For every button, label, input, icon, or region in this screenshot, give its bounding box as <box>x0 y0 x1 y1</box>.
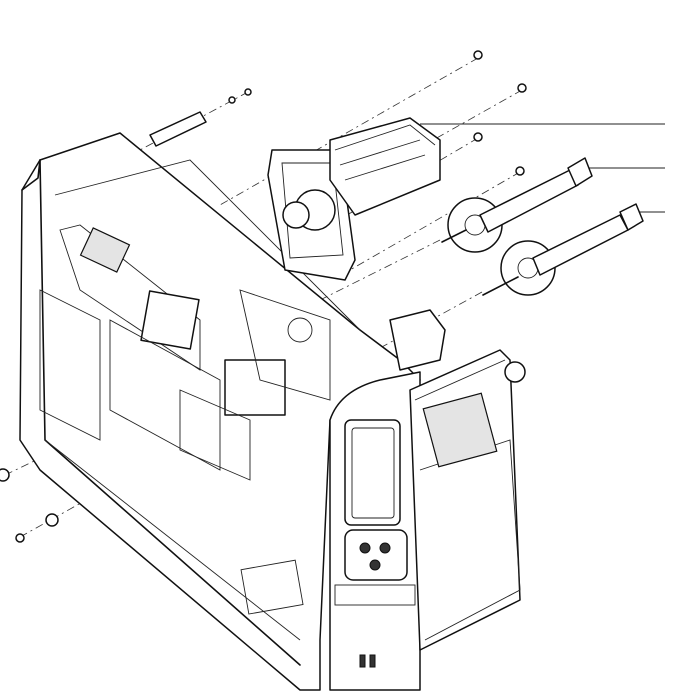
screw <box>515 166 525 176</box>
display-screen <box>344 419 401 526</box>
screw <box>15 533 25 543</box>
pin <box>149 111 207 147</box>
ribbon-supply-spindle <box>441 157 593 253</box>
ribbon-takeup-spindle <box>482 203 644 296</box>
screw <box>473 50 483 60</box>
fasteners <box>0 50 527 543</box>
screw <box>517 83 527 93</box>
screw <box>473 132 483 142</box>
ribbon-spindle-housing <box>267 117 441 281</box>
washer <box>45 513 59 527</box>
front-control-panel <box>329 309 526 691</box>
keypad <box>344 529 408 581</box>
washer <box>0 468 10 482</box>
printer-chassis <box>19 132 421 691</box>
